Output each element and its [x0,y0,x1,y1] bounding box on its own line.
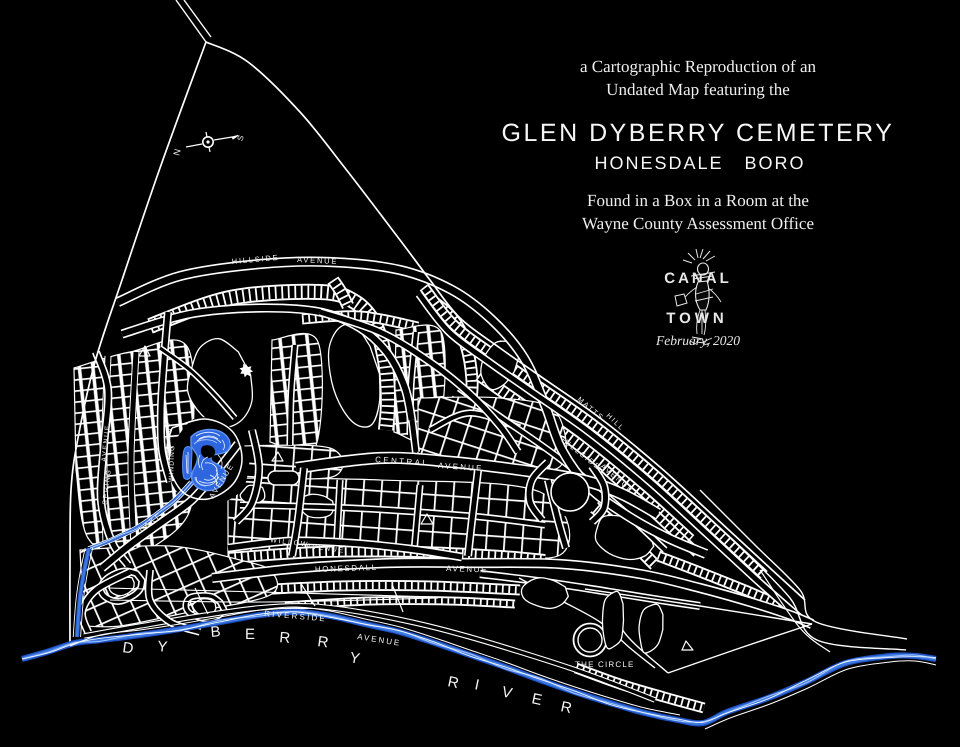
svg-text:I: I [473,676,481,693]
svg-text:THE CIRCLE: THE CIRCLE [575,660,635,669]
svg-text:AVENUE: AVENUE [306,543,346,555]
svg-text:Y: Y [157,638,168,656]
svg-text:TOWN: TOWN [666,310,728,327]
svg-text:WINDING: WINDING [168,445,176,483]
svg-text:WAY: WAY [165,422,175,441]
svg-text:a Cartographic Reproduction of: a Cartographic Reproduction of an [580,57,817,76]
svg-text:AVENUE: AVENUE [446,564,488,574]
svg-text:Found in a Box in a Room at th: Found in a Box in a Room at the [587,191,809,210]
svg-text:E: E [530,690,543,709]
svg-text:HILLSIDE: HILLSIDE [231,253,279,266]
svg-text:Y: Y [348,649,361,667]
svg-text:AVENUE: AVENUE [297,255,339,266]
svg-text:R: R [559,698,573,717]
svg-text:Wayne County Assessment Office: Wayne County Assessment Office [582,214,814,233]
svg-text:Undated Map featuring the: Undated Map featuring the [606,80,790,99]
svg-text:N: N [171,148,182,157]
svg-text:February, 2020: February, 2020 [655,333,740,348]
svg-text:GLEN DYBERRY CEMETERY: GLEN DYBERRY CEMETERY [502,119,895,147]
svg-text:V: V [500,683,514,702]
svg-text:E: E [245,626,255,643]
svg-text:R: R [446,673,460,692]
svg-text:D: D [121,639,134,657]
svg-text:CENTRAL: CENTRAL [375,455,430,468]
svg-text:HONESDALL: HONESDALL [315,563,378,574]
svg-text:S: S [236,134,246,142]
svg-text:R: R [316,633,329,651]
svg-text:B: B [210,623,221,641]
svg-text:WILLOW: WILLOW [270,537,310,549]
svg-text:HONESDALE BORO: HONESDALE BORO [594,153,805,173]
svg-text:R: R [279,629,291,647]
svg-text:AVENUE: AVENUE [101,424,112,462]
svg-text:SPRING: SPRING [102,468,113,505]
svg-text:AVENUE: AVENUE [438,461,484,473]
